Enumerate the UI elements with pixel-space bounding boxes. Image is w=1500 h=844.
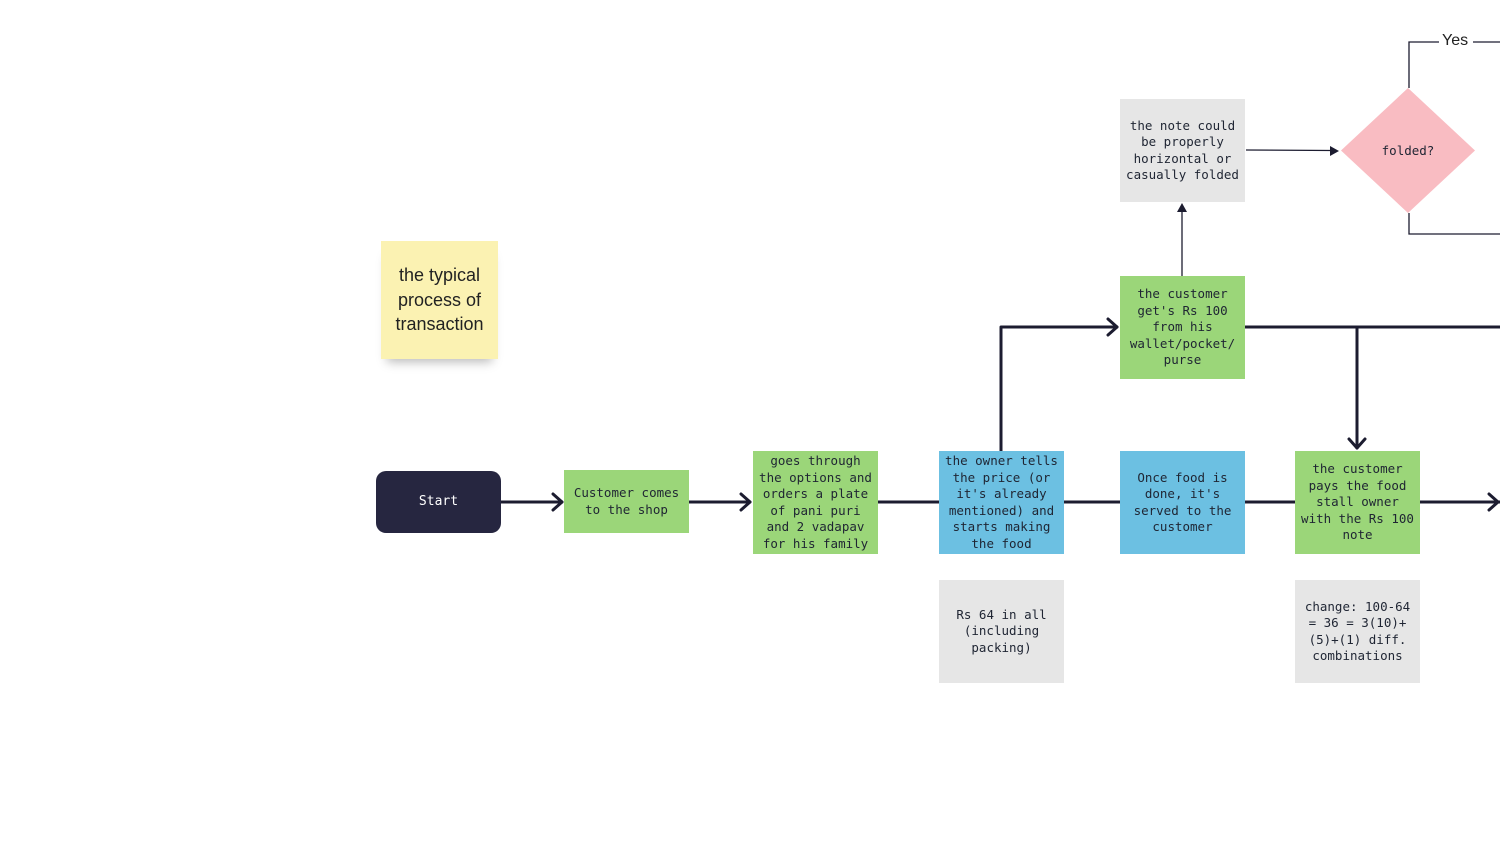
yes-edge-label: Yes [1439,31,1472,51]
arrowhead [1347,437,1367,450]
food-served-node[interactable]: Once food is done, it's served to the cu… [1120,451,1245,554]
folded-decision-node[interactable]: folded? [1340,87,1476,214]
customer-gets-money-node[interactable]: the customer get's Rs 100 from his walle… [1120,276,1245,379]
goes-through-node[interactable]: goes through the options and orders a pl… [753,451,878,554]
connector-customer-gets-to-pays [1243,325,1359,450]
arrowhead [1106,317,1119,337]
arrowhead [739,492,752,512]
decision-diamond-shape [1341,88,1475,213]
arrowhead [1177,203,1187,212]
connector-note-folded-to-decision [1245,149,1333,152]
decision-label: folded? [1381,143,1435,158]
start-node[interactable]: Start [376,471,501,533]
connector-decision-yes [1408,41,1440,88]
customer-pays-node[interactable]: the customer pays the food stall owner w… [1295,451,1420,554]
owner-tells-price-node[interactable]: the owner tells the price (or it's alrea… [939,451,1064,554]
arrowhead [1330,146,1339,156]
change-calculation-note[interactable]: change: 100-64 = 36 = 3(10)+ (5)+(1) dif… [1295,580,1420,683]
price-total-note[interactable]: Rs 64 in all (including packing) [939,580,1064,683]
connector-decision-no [1408,213,1500,235]
arrowhead [551,492,564,512]
sticky-note[interactable]: the typical process of transaction [381,241,498,359]
customer-comes-node[interactable]: Customer comes to the shop [564,470,689,533]
connector-owner-tells-to-customer-gets [999,325,1119,453]
note-folded-node[interactable]: the note could be properly horizontal or… [1120,99,1245,202]
arrowhead [1487,492,1500,512]
